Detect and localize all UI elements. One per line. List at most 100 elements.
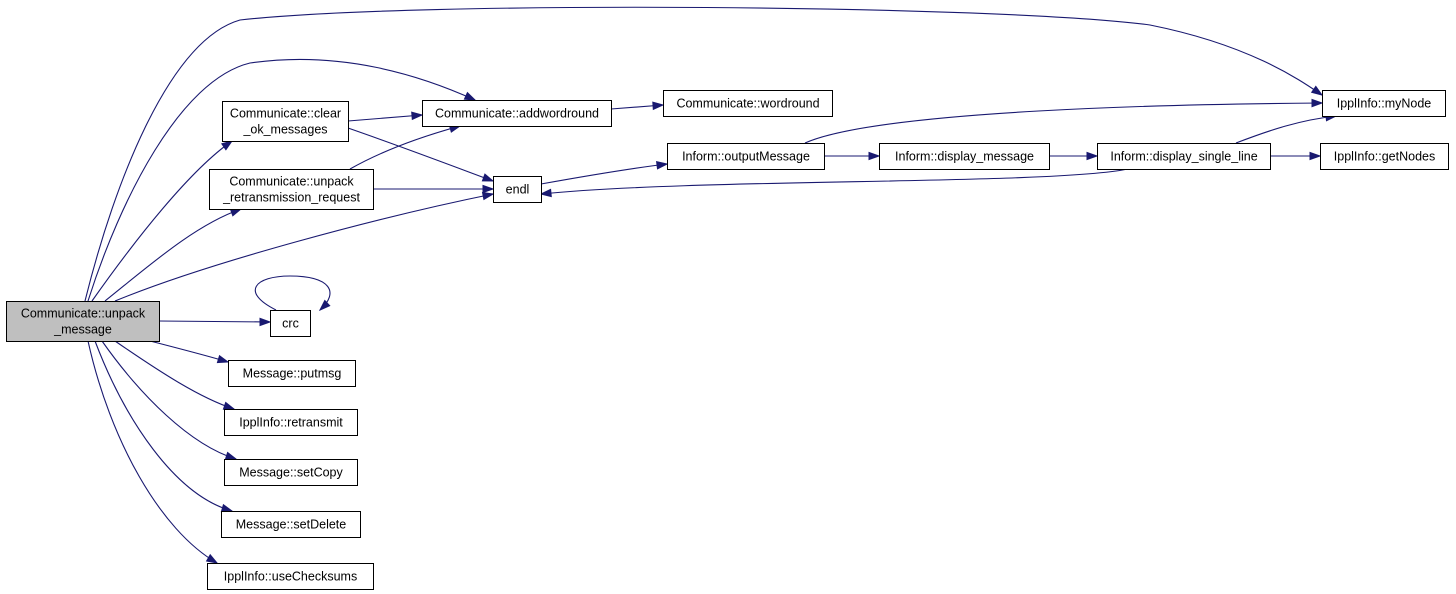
edge-line (540, 163, 668, 185)
arrowhead-icon (652, 101, 665, 111)
edge-unpack_message-to-crc (158, 317, 272, 327)
edge-outputMessage-to-myNode (804, 98, 1324, 144)
edge-clear_ok_messages-to-addwordround (347, 111, 424, 122)
node-setDelete[interactable]: Message::setDelete (221, 511, 361, 538)
node-box (422, 100, 612, 127)
node-putmsg[interactable]: Message::putmsg (228, 360, 356, 387)
node-clear_ok_messages[interactable]: Communicate::clear_ok_messages (222, 101, 349, 142)
edge-addwordround-to-wordround (610, 101, 665, 111)
arrowhead-icon (656, 160, 669, 170)
node-label: Message::putmsg (243, 367, 342, 381)
edge-unpack_message-to-putmsg (149, 340, 230, 364)
node-label: Message::setDelete (236, 518, 347, 532)
edge-line (104, 208, 242, 302)
node-label: Message::setCopy (239, 466, 343, 480)
arrowhead-icon (868, 151, 881, 161)
node-box (663, 90, 833, 117)
edge-endl-to-outputMessage (540, 160, 669, 185)
node-outputMessage[interactable]: Inform::outputMessage (667, 143, 825, 170)
node-label: _retransmission_request (222, 191, 360, 205)
edge-line (349, 125, 461, 170)
arrowhead-icon (222, 401, 236, 410)
node-crc[interactable]: crc (270, 310, 311, 337)
node-label: IpplInfo::useChecksums (224, 570, 357, 584)
edge-display_single_line-to-myNode (1235, 112, 1338, 144)
node-box (207, 563, 374, 590)
edge-line (347, 127, 494, 182)
node-getNodes[interactable]: IpplInfo::getNodes (1320, 143, 1449, 170)
node-label: Communicate::wordround (676, 97, 819, 111)
edge-unpack_message-to-clear_ok_messages (91, 140, 234, 302)
node-label: Inform::outputMessage (682, 150, 810, 164)
node-label: endl (506, 183, 530, 197)
edge-unpack_message-to-myNode (84, 6, 1324, 302)
node-unpack_message[interactable]: Communicate::unpack_message (6, 301, 160, 342)
edge-line (84, 6, 1323, 302)
node-box (222, 101, 349, 142)
node-box (6, 301, 160, 342)
node-box (879, 143, 1050, 170)
node-display_single_line[interactable]: Inform::display_single_line (1097, 143, 1271, 170)
edge-line (114, 193, 494, 302)
node-useChecksums[interactable]: IpplInfo::useChecksums (207, 563, 374, 590)
node-label: Inform::display_single_line (1110, 150, 1257, 164)
node-box (224, 459, 358, 486)
edge-unpack_retransmission_request-to-endl (373, 184, 495, 194)
node-myNode[interactable]: IpplInfo::myNode (1322, 90, 1446, 117)
node-endl[interactable]: endl (493, 176, 542, 203)
edge-clear_ok_messages-to-endl (347, 127, 495, 182)
node-box (1320, 143, 1449, 170)
node-label: Inform::display_message (895, 150, 1034, 164)
node-label: crc (282, 317, 299, 331)
edge-display_single_line-to-endl (539, 168, 1129, 198)
node-display_message[interactable]: Inform::display_message (879, 143, 1050, 170)
arrowhead-icon (259, 317, 272, 327)
arrowhead-icon (463, 91, 477, 101)
node-label: Communicate::unpack (21, 307, 146, 321)
node-label: _message (53, 323, 112, 337)
node-retransmit[interactable]: IpplInfo::retransmit (224, 409, 358, 436)
arrowhead-icon (1310, 85, 1324, 96)
node-box (221, 511, 361, 538)
edge-layer (84, 6, 1338, 564)
edge-unpack_message-to-addwordround (87, 58, 477, 302)
node-box (224, 409, 358, 436)
edge-unpack_message-to-retransmit (114, 340, 236, 410)
edge-line (347, 114, 423, 122)
arrowhead-icon (205, 553, 219, 564)
node-label: Communicate::clear (230, 107, 341, 121)
arrowhead-icon (224, 451, 238, 460)
edge-line (87, 340, 218, 564)
node-label: Communicate::addwordround (435, 107, 599, 121)
node-setCopy[interactable]: Message::setCopy (224, 459, 358, 486)
arrowhead-icon (220, 503, 234, 513)
node-box (209, 169, 374, 210)
edge-display_single_line-to-getNodes (1270, 151, 1322, 161)
arrowhead-icon (318, 299, 331, 312)
node-box (493, 176, 542, 203)
edge-line (158, 320, 271, 323)
edge-line (804, 102, 1323, 144)
edge-line (254, 275, 331, 311)
node-addwordround[interactable]: Communicate::addwordround (422, 100, 612, 127)
node-label: IpplInfo::getNodes (1334, 150, 1435, 164)
arrowhead-icon (411, 111, 424, 121)
edge-crc-to-crc (254, 275, 331, 312)
arrowhead-icon (229, 208, 243, 217)
node-box (667, 143, 825, 170)
edge-line (87, 58, 476, 302)
node-box (1097, 143, 1271, 170)
edge-line (149, 340, 229, 363)
edge-unpack_message-to-endl (114, 191, 495, 302)
arrowhead-icon (482, 184, 495, 194)
arrowhead-icon (481, 191, 495, 201)
edge-line (94, 340, 233, 512)
arrowhead-icon (1311, 98, 1324, 108)
edge-outputMessage-to-display_message (824, 151, 881, 161)
edge-unpack_message-to-useChecksums (87, 340, 219, 564)
node-box (270, 310, 311, 337)
node-box (228, 360, 356, 387)
node-unpack_retransmission_request[interactable]: Communicate::unpack_retransmission_reque… (209, 169, 374, 210)
node-wordround[interactable]: Communicate::wordround (663, 90, 833, 117)
edge-unpack_message-to-setDelete (94, 340, 234, 513)
